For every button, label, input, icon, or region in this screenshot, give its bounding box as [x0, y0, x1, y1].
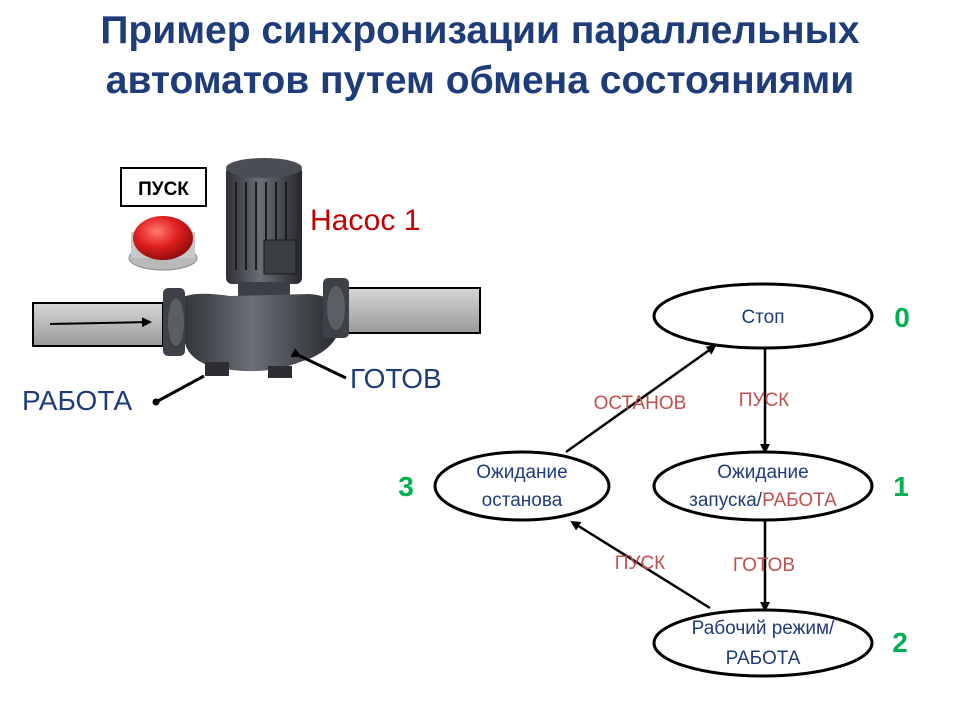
state-waiting-stop-line2: останова — [482, 490, 563, 511]
transition-label-ready: ГОТОВ — [733, 555, 795, 576]
state-waiting-start-line1: Ожидание — [717, 462, 808, 483]
ready-label: ГОТОВ — [350, 363, 442, 394]
start-button-label-box — [120, 167, 207, 207]
transition-label-start: ПУСК — [739, 390, 790, 411]
page-title: Пример синхронизации параллельных автома… — [0, 6, 960, 106]
transition-label-start-2: ПУСК — [615, 553, 666, 574]
pump-icon — [163, 158, 349, 378]
state-working-line2: РАБОТА — [726, 648, 801, 669]
ready-pointer-icon — [290, 348, 347, 380]
state-stop-label: Стоп — [741, 307, 784, 328]
state-number-0: 0 — [894, 302, 910, 333]
state-waiting-stop-line1: Ожидание — [476, 462, 567, 483]
state-waiting-start-line2: запуска/РАБОТА — [689, 490, 837, 511]
title-line-1: Пример синхронизации параллельных — [100, 9, 860, 52]
state-waiting-stop: Ожидание останова — [433, 450, 611, 522]
state-diagram: ПУСК ГОТОВ ПУСК ОСТАНОВ Стоп 0 Ожидание … — [398, 282, 910, 678]
state-stop: Стоп — [652, 282, 874, 350]
state-working-line1: Рабочий режим/ — [692, 618, 835, 639]
flow-arrow-icon — [49, 317, 152, 328]
transition-label-stop: ОСТАНОВ — [594, 393, 687, 414]
pump-illustration: ПУСК Насос 1 ГОТОВ РАБОТА — [22, 158, 481, 416]
work-label: РАБОТА — [22, 385, 132, 416]
transition-3-0 — [565, 344, 717, 454]
state-number-2: 2 — [892, 627, 908, 658]
start-button-label: ПУСК — [138, 179, 189, 200]
title-line-2: автоматов путем обмена состояниями — [105, 59, 855, 102]
outlet-pipe — [346, 287, 481, 334]
pump-name-label: Насос 1 — [310, 204, 420, 237]
state-number-3: 3 — [398, 471, 414, 502]
state-number-1: 1 — [893, 471, 909, 502]
state-waiting-start: Ожидание запуска/РАБОТА — [652, 450, 874, 522]
state-working: Рабочий режим/ РАБОТА — [652, 608, 874, 678]
transition-2-3 — [570, 520, 711, 610]
work-pointer-icon — [155, 374, 205, 404]
start-button[interactable] — [128, 216, 198, 271]
